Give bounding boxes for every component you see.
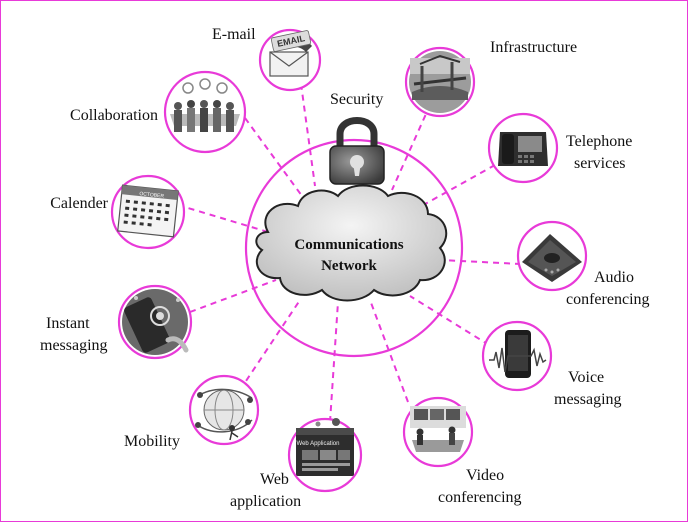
connector-telephone (417, 164, 496, 209)
node-infrastructure (404, 46, 476, 118)
label-infrastructure: Infrastructure (490, 39, 578, 56)
label-security: Security (330, 91, 384, 108)
email-envelope-icon (269, 30, 312, 77)
label-collaboration: Collaboration (70, 107, 158, 124)
padlock-icon (329, 117, 385, 185)
team-meeting-icon (170, 78, 240, 132)
label-web-line1: Web (260, 471, 289, 488)
label-calender: Calender (50, 195, 108, 212)
cloud-shape (255, 184, 448, 302)
label-telephone-line1: Telephone (566, 133, 633, 150)
label-voice-line1: Voice (568, 369, 605, 386)
smartphone-touch-icon (122, 289, 189, 355)
connector-collaboration (244, 117, 303, 197)
connector-audio (440, 259, 522, 265)
connector-voice (409, 295, 490, 346)
web-application-icon (296, 418, 354, 476)
network-ring (244, 138, 464, 358)
label-web-line2: application (230, 493, 302, 510)
connector-lines (177, 61, 522, 423)
web-icon-text: Web Application (297, 441, 340, 447)
center-label-line1: Communications (294, 237, 403, 253)
label-video-line1: Video (466, 467, 505, 484)
desk-phone-icon (498, 132, 548, 166)
connector-infrastructure (391, 104, 431, 191)
node-email: EMAIL (258, 28, 322, 92)
label-mobility: Mobility (123, 433, 180, 450)
label-instant-line1: Instant (46, 315, 90, 332)
node-web: Web Application (287, 417, 363, 493)
voice-waveform-phone-icon (489, 330, 547, 378)
connector-mobility (239, 299, 301, 391)
node-audio (516, 220, 588, 292)
video-meeting-icon (410, 406, 466, 452)
node-video (402, 396, 474, 468)
label-telephone-line2: services (574, 155, 626, 172)
label-voice-line2: messaging (554, 391, 622, 408)
center-label-line2: Network (321, 258, 377, 274)
label-video-line2: conferencing (438, 489, 522, 506)
bridge-construction-icon (409, 51, 471, 113)
connector-email (297, 61, 316, 187)
node-collaboration (163, 70, 247, 154)
connector-web (329, 301, 339, 423)
conference-speakerphone-icon (522, 234, 582, 282)
calendar-icon (117, 184, 179, 238)
label-instant-line2: messaging (40, 337, 108, 354)
node-voice (481, 320, 553, 392)
label-email: E-mail (212, 26, 256, 43)
globe-network-icon (195, 388, 253, 441)
node-calender: OCTOBER (110, 174, 186, 250)
label-audio-line1: Audio (594, 269, 634, 286)
calendar-icon-text: OCTOBER (139, 191, 165, 200)
connector-calender (177, 204, 269, 233)
connector-instant (189, 279, 277, 313)
node-instant (117, 284, 193, 360)
label-audio-line2: conferencing (566, 291, 650, 308)
node-mobility (188, 374, 260, 446)
node-telephone (487, 112, 559, 184)
connector-video (369, 299, 409, 403)
